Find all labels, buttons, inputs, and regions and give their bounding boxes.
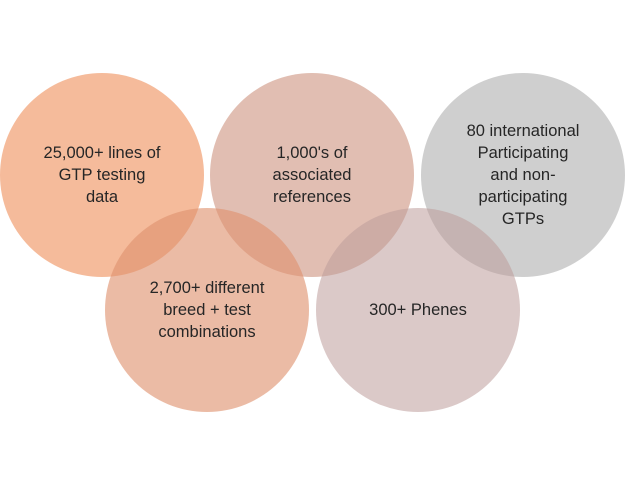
circle-label-phenes: 300+ Phenes — [369, 301, 467, 319]
circle-label-gtp-testing-data: 25,000+ lines of GTP testing data — [43, 144, 161, 206]
circle-label-associated-references: 1,000's of associated references — [272, 144, 352, 206]
circle-label-international-gtps: 80 international Participating and non- … — [466, 122, 580, 228]
circle-breed-test-combinations: 2,700+ different breed + test combinatio… — [105, 208, 309, 412]
circle-gtp-testing-data: 25,000+ lines of GTP testing data — [0, 73, 204, 277]
circle-phenes: 300+ Phenes — [316, 208, 520, 412]
circle-label-breed-test-combinations: 2,700+ different breed + test combinatio… — [149, 279, 265, 341]
